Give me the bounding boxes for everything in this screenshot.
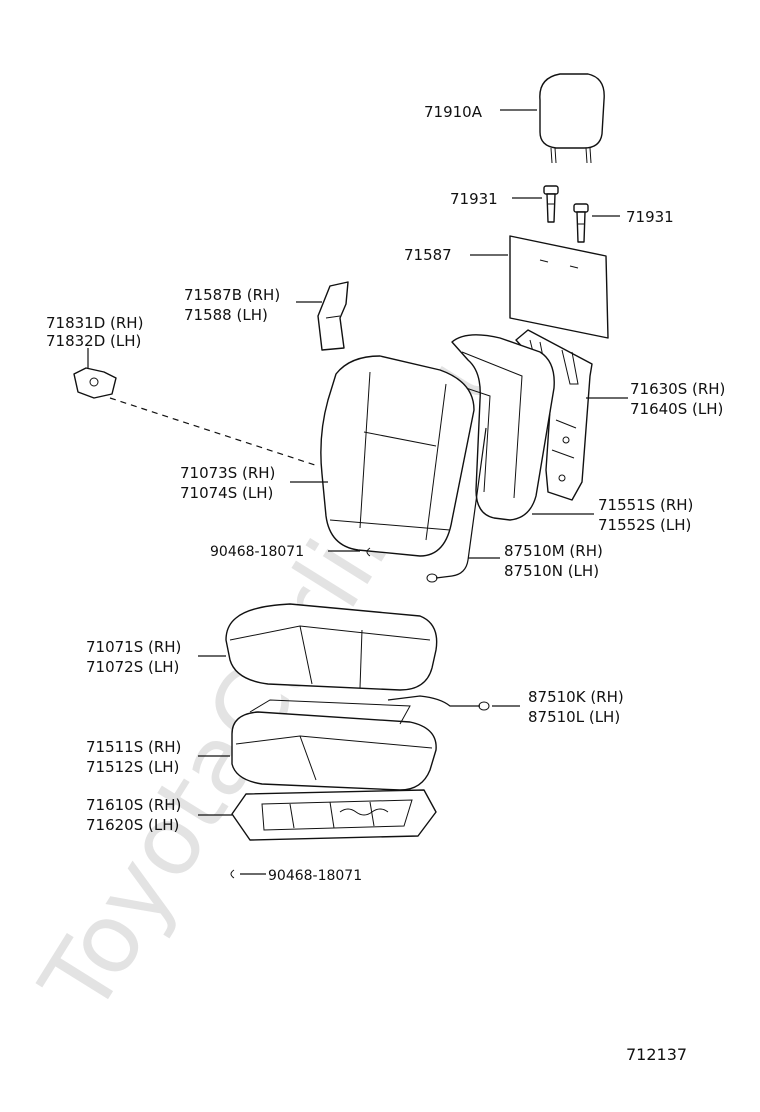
label-71931-right: 71931 — [626, 208, 674, 226]
label-87510L: 87510L (LH) — [528, 708, 620, 726]
seatback-wire[interactable] — [426, 427, 487, 583]
label-71551S: 71551S (RH) — [598, 496, 693, 514]
label-71640S: 71640S (LH) — [630, 400, 723, 418]
recliner-cover[interactable] — [73, 367, 117, 399]
label-71931-left: 71931 — [450, 190, 498, 208]
diagram-id: 712137 — [626, 1045, 687, 1064]
headrest-guide-right[interactable] — [573, 203, 589, 243]
seat-cushion-pad[interactable] — [231, 699, 437, 791]
seatback-pad[interactable] — [441, 334, 555, 521]
label-71072S: 71072S (LH) — [86, 658, 179, 676]
label-71587B: 71587B (RH) — [184, 286, 280, 304]
headrest-guide-left[interactable] — [543, 185, 559, 223]
label-71910A: 71910A — [424, 103, 483, 121]
label-71071S: 71071S (RH) — [86, 638, 181, 656]
seat-cushion-frame[interactable] — [231, 789, 437, 841]
label-90468-top: 90468-18071 — [210, 544, 304, 560]
side-cover[interactable] — [317, 281, 349, 351]
back-board[interactable] — [509, 235, 609, 339]
label-71512S: 71512S (LH) — [86, 758, 179, 776]
hog-ring-top[interactable] — [366, 547, 371, 557]
label-71832D: 71832D (LH) — [46, 332, 141, 350]
label-71831D: 71831D (RH) — [46, 314, 143, 332]
label-90468-bottom: 90468-18071 — [268, 868, 362, 884]
label-71588: 71588 (LH) — [184, 306, 268, 324]
label-71587: 71587 — [404, 246, 452, 264]
label-71620S: 71620S (LH) — [86, 816, 179, 834]
label-87510N: 87510N (LH) — [504, 562, 599, 580]
label-71630S: 71630S (RH) — [630, 380, 725, 398]
headrest[interactable] — [539, 73, 605, 164]
label-71073S: 71073S (RH) — [180, 464, 275, 482]
seat-cushion-cover[interactable] — [225, 603, 438, 691]
label-87510K: 87510K (RH) — [528, 688, 624, 706]
label-71610S: 71610S (RH) — [86, 796, 181, 814]
label-71511S: 71511S (RH) — [86, 738, 181, 756]
label-71074S: 71074S (LH) — [180, 484, 273, 502]
label-87510M: 87510M (RH) — [504, 542, 603, 560]
seatback-cover[interactable] — [320, 355, 475, 557]
hog-ring-bottom[interactable] — [230, 869, 235, 879]
cushion-wire[interactable] — [387, 695, 490, 711]
label-71552S: 71552S (LH) — [598, 516, 691, 534]
